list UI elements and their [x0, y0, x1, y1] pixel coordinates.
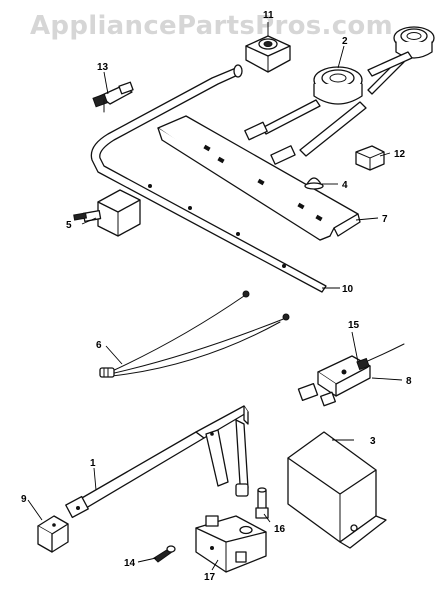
callout-6: 6 [96, 340, 102, 351]
wire-harness-part [99, 290, 290, 378]
valve-tube-part [65, 405, 249, 519]
callout-7: 7 [382, 214, 388, 225]
callout-2: 2 [342, 36, 348, 47]
clip-part [355, 145, 385, 171]
electrode-pin-part [255, 487, 269, 519]
switch-block-part [195, 515, 267, 573]
valve-fitting-part [92, 81, 134, 113]
callout-16: 16 [274, 524, 286, 535]
gas-valve-part [73, 189, 141, 237]
leader-lines [27, 22, 403, 571]
callout-1: 1 [90, 458, 96, 469]
igniter-assembly-part [297, 355, 371, 407]
callout-17: 17 [204, 572, 216, 583]
callout-5: 5 [66, 220, 72, 231]
grommet-part [304, 177, 324, 190]
callout-8: 8 [406, 376, 412, 387]
mounting-bracket [157, 115, 361, 241]
callout-11: 11 [263, 10, 274, 21]
watermark-text: AppliancePartsPros.com [30, 11, 393, 41]
callout-9: 9 [21, 494, 27, 505]
callout-12: 12 [394, 149, 406, 160]
burner-bracket-part [245, 35, 291, 73]
callout-13: 13 [97, 62, 109, 73]
small-bracket-part [37, 515, 69, 553]
manifold-tube [90, 64, 327, 293]
callout-14: 14 [124, 558, 136, 569]
screw-part [153, 545, 176, 563]
callout-3: 3 [370, 436, 376, 447]
callout-4: 4 [342, 180, 348, 191]
callout-labels: 11 2 13 12 4 5 7 10 6 15 8 3 1 9 16 14 1… [21, 10, 412, 583]
callout-15: 15 [348, 320, 360, 331]
heat-shield-part [287, 431, 387, 549]
callout-10: 10 [342, 284, 354, 295]
